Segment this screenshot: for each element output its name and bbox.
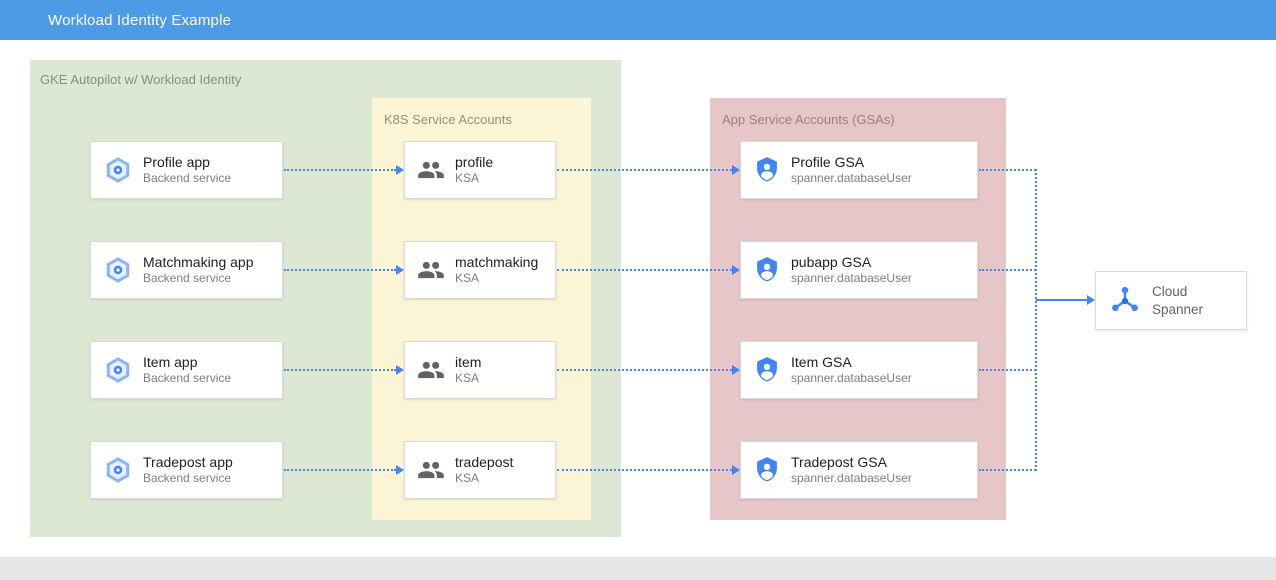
line-gsa-to-rail-1 — [979, 169, 1036, 171]
gsa-title: Item GSA — [791, 353, 852, 370]
people-icon — [417, 256, 445, 284]
arrow-app-to-ksa-1 — [284, 169, 396, 171]
arrow-ksa-to-gsa-4 — [557, 469, 732, 471]
arrowhead — [396, 365, 404, 375]
app-title: Tradepost app — [143, 453, 233, 470]
gke-hexagon-icon — [103, 355, 133, 385]
page-title: Workload Identity Example — [48, 11, 232, 29]
gsa-title: Profile GSA — [791, 153, 865, 170]
app-card-profile: Profile app Backend service — [90, 141, 283, 199]
app-card-matchmaking: Matchmaking app Backend service — [90, 241, 283, 299]
gsa-subtitle: spanner.databaseUser — [791, 371, 912, 386]
ksa-title: profile — [455, 153, 494, 170]
app-subtitle: Backend service — [143, 471, 232, 486]
arrowhead — [396, 465, 404, 475]
app-title: Profile app — [143, 153, 210, 170]
arrowhead — [732, 465, 740, 475]
ksa-panel-label: K8S Service Accounts — [384, 112, 512, 127]
arrowhead — [396, 165, 404, 175]
ksa-card-tradepost: tradepost KSA — [404, 441, 556, 499]
arrowhead — [1087, 295, 1095, 305]
app-title: Matchmaking app — [143, 253, 254, 270]
gke-panel-label: GKE Autopilot w/ Workload Identity — [40, 72, 242, 87]
people-icon — [417, 156, 445, 184]
gke-hexagon-icon — [103, 255, 133, 285]
arrowhead — [396, 265, 404, 275]
arrow-app-to-ksa-3 — [284, 369, 396, 371]
ksa-subtitle: KSA — [455, 271, 480, 286]
arrow-ksa-to-gsa-1 — [557, 169, 732, 171]
app-card-tradepost: Tradepost app Backend service — [90, 441, 283, 499]
service-account-shield-icon — [753, 156, 781, 184]
app-subtitle: Backend service — [143, 171, 232, 186]
arrow-app-to-ksa-2 — [284, 269, 396, 271]
arrow-rail-to-spanner — [1036, 299, 1087, 301]
gsa-card-pubapp: pubapp GSA spanner.databaseUser — [740, 241, 978, 299]
ksa-subtitle: KSA — [455, 471, 480, 486]
ksa-title: item — [455, 353, 482, 370]
ksa-card-item: item KSA — [404, 341, 556, 399]
arrow-ksa-to-gsa-2 — [557, 269, 732, 271]
gsa-card-profile: Profile GSA spanner.databaseUser — [740, 141, 978, 199]
app-card-item: Item app Backend service — [90, 341, 283, 399]
gsa-subtitle: spanner.databaseUser — [791, 171, 912, 186]
cloud-spanner-card: Cloud Spanner — [1095, 271, 1247, 330]
ksa-title: tradepost — [455, 453, 514, 470]
gsa-title: pubapp GSA — [791, 253, 872, 270]
cloud-spanner-icon — [1108, 284, 1142, 318]
arrow-ksa-to-gsa-3 — [557, 369, 732, 371]
gke-hexagon-icon — [103, 155, 133, 185]
people-icon — [417, 456, 445, 484]
ksa-title: matchmaking — [455, 253, 539, 270]
arrowhead — [732, 165, 740, 175]
arrowhead — [732, 265, 740, 275]
ksa-card-profile: profile KSA — [404, 141, 556, 199]
gsa-title: Tradepost GSA — [791, 453, 887, 470]
line-gsa-to-rail-3 — [979, 369, 1036, 371]
app-title: Item app — [143, 353, 198, 370]
gsa-subtitle: spanner.databaseUser — [791, 271, 912, 286]
ksa-subtitle: KSA — [455, 171, 480, 186]
app-subtitle: Backend service — [143, 271, 232, 286]
service-account-shield-icon — [753, 356, 781, 384]
ksa-subtitle: KSA — [455, 371, 480, 386]
footer-strip — [0, 557, 1276, 580]
app-subtitle: Backend service — [143, 371, 232, 386]
gke-hexagon-icon — [103, 455, 133, 485]
service-account-shield-icon — [753, 256, 781, 284]
service-account-shield-icon — [753, 456, 781, 484]
gsa-card-tradepost: Tradepost GSA spanner.databaseUser — [740, 441, 978, 499]
join-rail-line — [1035, 169, 1037, 471]
arrow-app-to-ksa-4 — [284, 469, 396, 471]
header-bar: Workload Identity Example — [0, 0, 1276, 40]
arrowhead — [732, 365, 740, 375]
gsa-card-item: Item GSA spanner.databaseUser — [740, 341, 978, 399]
ksa-card-matchmaking: matchmaking KSA — [404, 241, 556, 299]
spanner-title: Cloud Spanner — [1152, 283, 1204, 317]
gsa-panel-label: App Service Accounts (GSAs) — [722, 112, 895, 127]
line-gsa-to-rail-4 — [979, 469, 1036, 471]
gsa-subtitle: spanner.databaseUser — [791, 471, 912, 486]
people-icon — [417, 356, 445, 384]
line-gsa-to-rail-2 — [979, 269, 1036, 271]
